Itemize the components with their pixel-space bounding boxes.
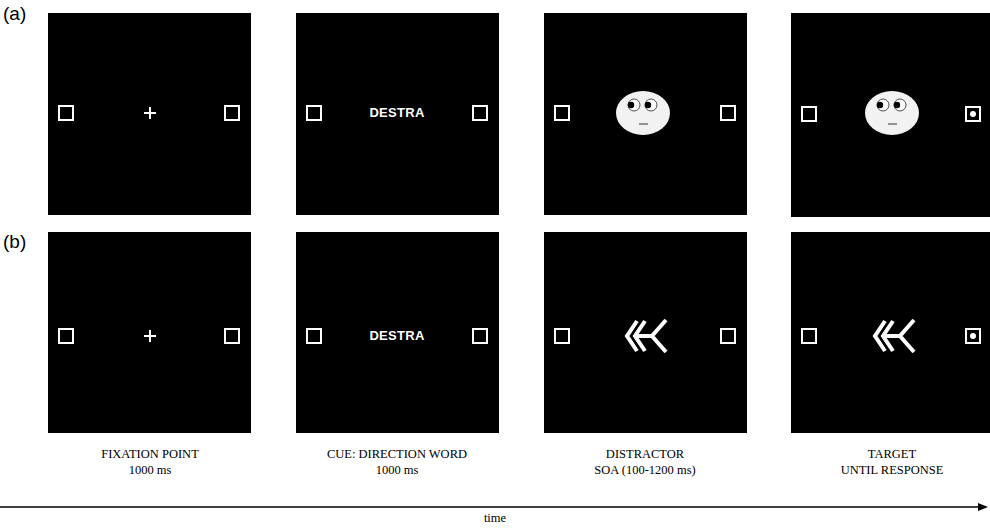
screen-panel [791, 232, 990, 433]
phase-duration: UNTIL RESPONSE [841, 464, 944, 478]
target-dot [970, 333, 976, 339]
axis-label: time [484, 512, 506, 526]
target-dot [970, 111, 976, 117]
screen-panel [544, 13, 747, 215]
panel-label: (b) [3, 232, 26, 253]
cue-word: DESTRA [369, 329, 424, 343]
placeholder-boxes [59, 106, 980, 343]
screen-panel [48, 13, 251, 215]
screen-panel [544, 232, 747, 433]
phase-duration: 1000 ms [129, 464, 172, 478]
cue-word: DESTRA [369, 106, 424, 120]
time-axis [0, 506, 982, 508]
phase-caption: DISTRACTOR [606, 448, 684, 462]
arrow-distractor [875, 320, 914, 352]
phase-duration: 1000 ms [376, 464, 419, 478]
phase-caption: CUE: DIRECTION WORD [327, 448, 467, 462]
screen-panel [48, 232, 251, 433]
screen-panel [296, 13, 499, 215]
phase-caption: TARGET [868, 448, 916, 462]
screen-panel [791, 13, 990, 217]
arrow-distractor [627, 320, 666, 352]
phase-duration: SOA (100-1200 ms) [594, 464, 695, 478]
phase-caption: FIXATION POINT [101, 448, 199, 462]
time-arrowhead [978, 503, 988, 511]
schematic-face [865, 91, 919, 135]
screen-panel [296, 232, 499, 433]
fixation-cross [144, 107, 156, 342]
panel-label: (a) [3, 4, 26, 25]
schematic-face [616, 91, 670, 135]
